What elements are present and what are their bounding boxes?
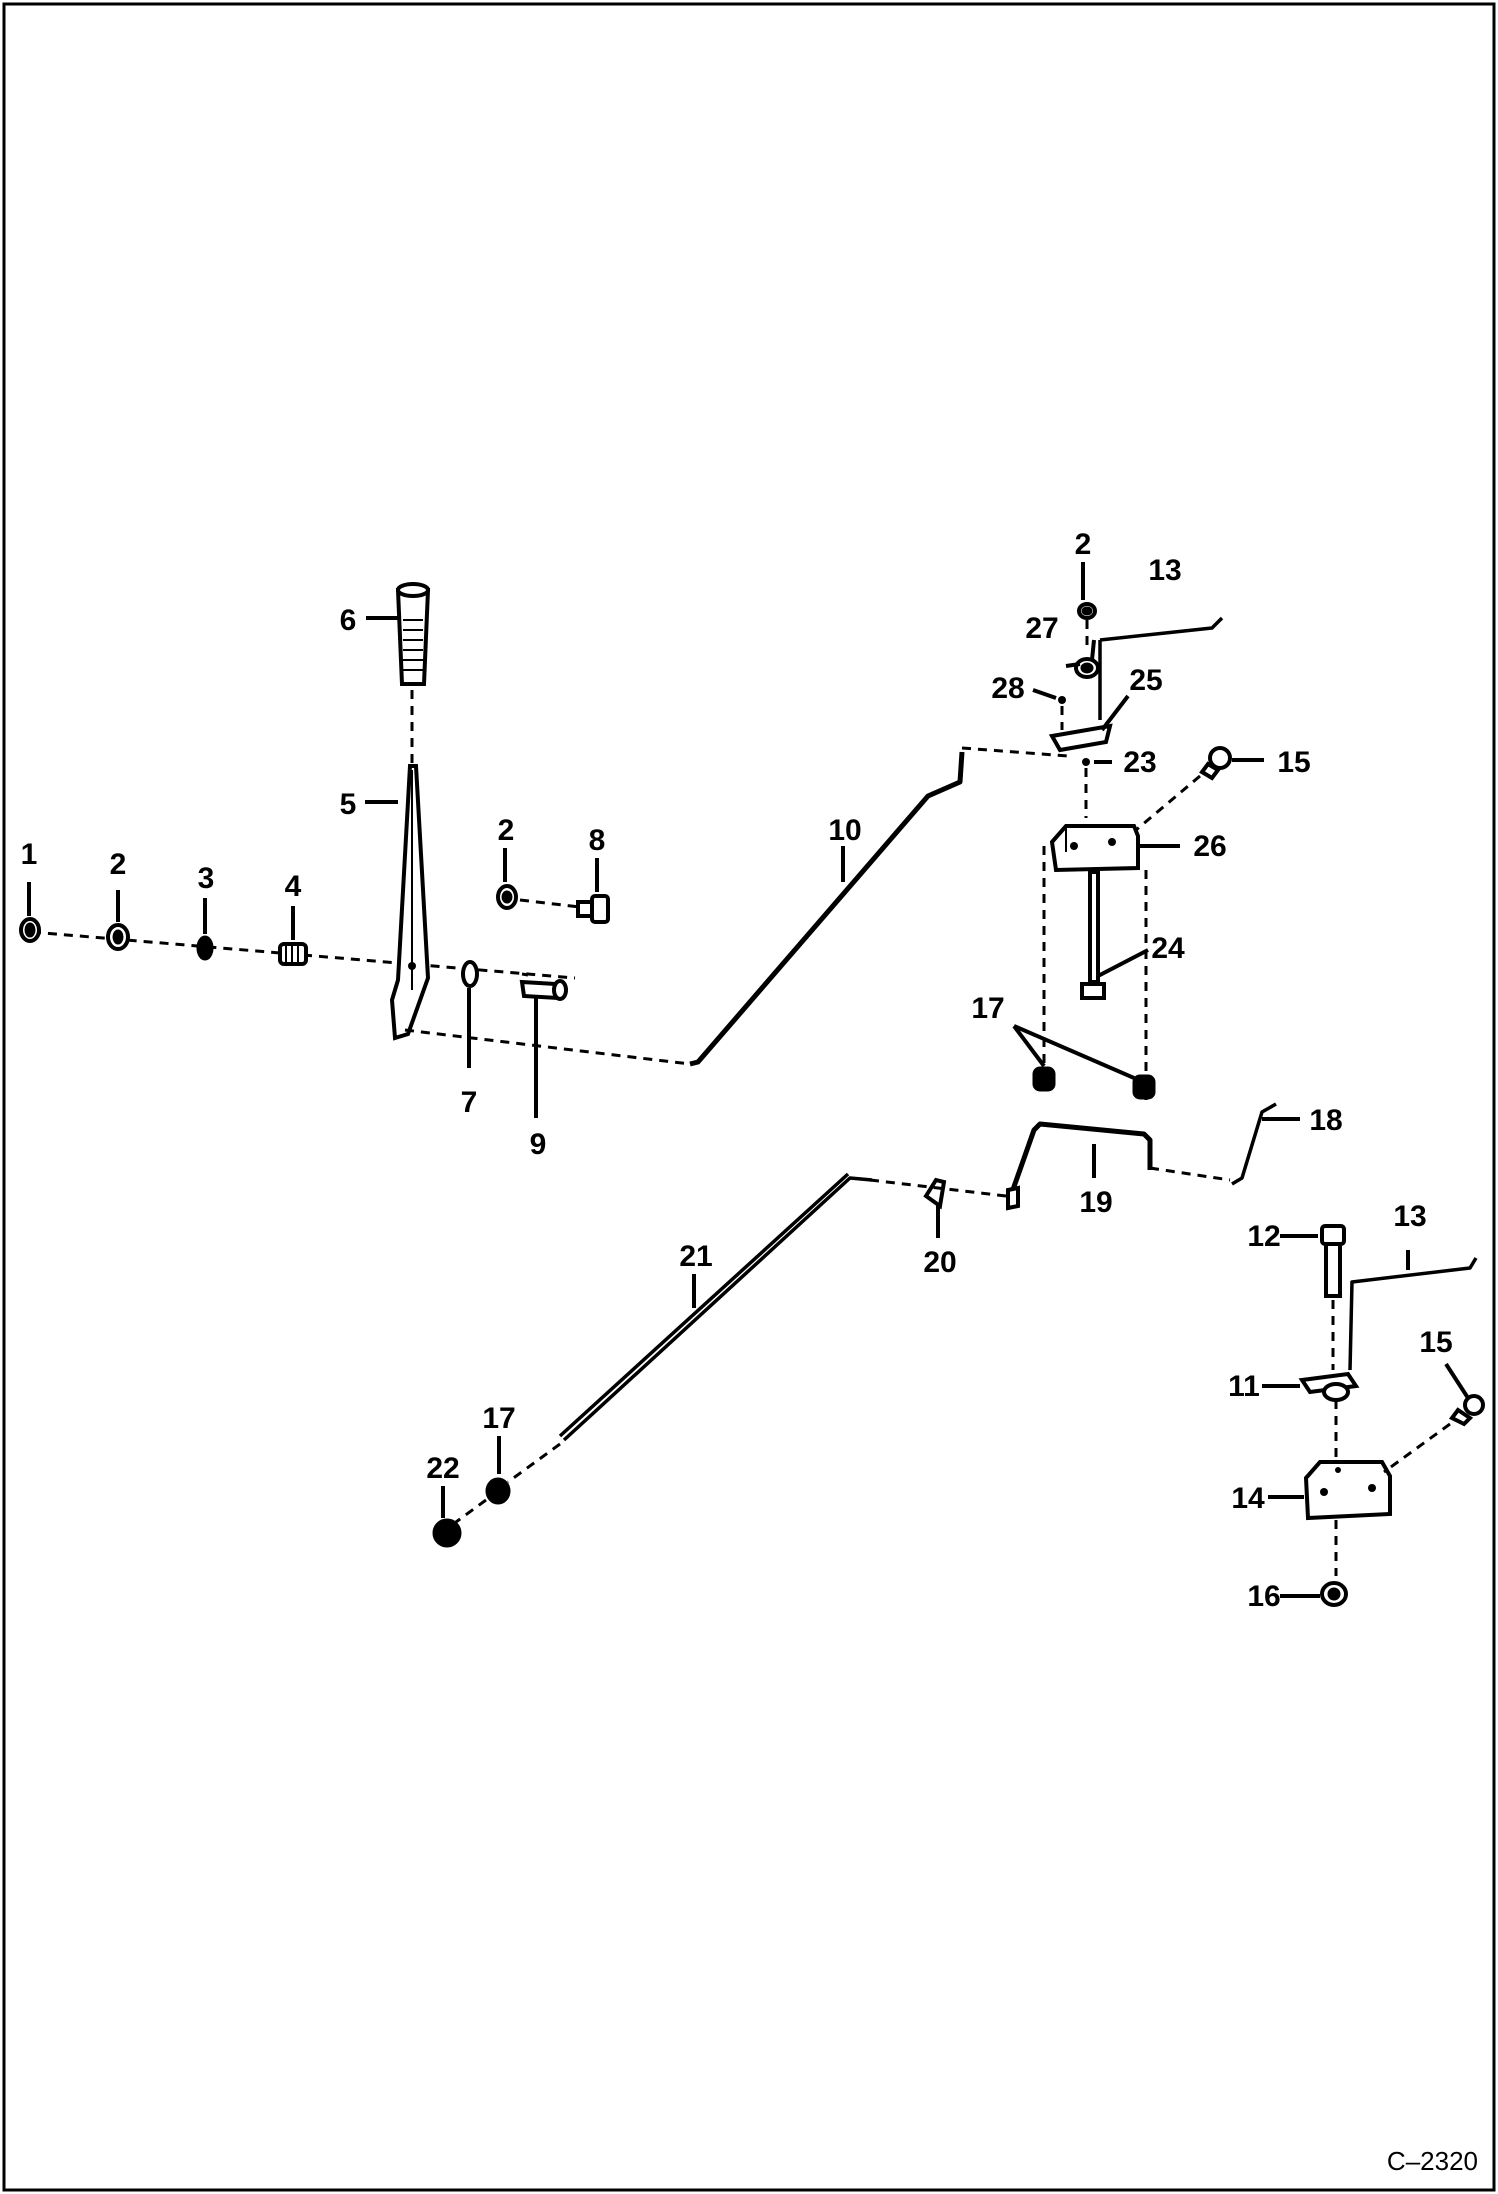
callout-18: 18 — [1309, 1104, 1342, 1137]
callout-13-upper: 13 — [1148, 554, 1181, 587]
callout-24: 24 — [1151, 932, 1185, 965]
drawing-number: C–2320 — [1387, 2146, 1478, 2176]
lever-rod-dash — [404, 1028, 691, 1066]
part-15-bolt-upper — [1199, 746, 1232, 781]
callout-10: 10 — [828, 814, 861, 847]
part-13-bracket-upper — [1098, 616, 1224, 720]
lower-right-assembly — [1298, 1224, 1485, 1607]
part-26-block — [1049, 824, 1140, 873]
part-11-pivot — [1298, 1371, 1360, 1402]
callout-1: 1 — [21, 838, 38, 871]
callout-17-pair: 17 — [971, 992, 1004, 1025]
part-2-nut-upper — [496, 884, 518, 910]
part-12-bolt — [1320, 1224, 1346, 1298]
callout-4: 4 — [285, 870, 302, 903]
callout-23: 23 — [1123, 746, 1156, 779]
callout-13-lower: 13 — [1393, 1200, 1426, 1233]
callout-11: 11 — [1228, 1370, 1260, 1403]
callout-14: 14 — [1231, 1482, 1265, 1515]
part-1-nut — [19, 917, 41, 943]
part-22-nut — [432, 1518, 462, 1548]
part-23-pin — [1082, 758, 1090, 766]
leader-lines — [27, 562, 1470, 1598]
part-28-ball — [1058, 696, 1066, 704]
part-9-pin — [519, 979, 568, 1001]
callout-3: 3 — [198, 862, 215, 895]
part-24-bolt — [1080, 870, 1106, 1000]
callout-5: 5 — [340, 788, 357, 821]
callout-8: 8 — [589, 824, 606, 857]
callout-19: 19 — [1079, 1186, 1112, 1219]
callout-22: 22 — [426, 1452, 459, 1485]
part-14-block — [1303, 1460, 1392, 1521]
callout-2: 2 — [110, 848, 127, 881]
part-2-nut — [106, 923, 130, 951]
callout-2-upper: 2 — [498, 814, 515, 847]
callout-27: 27 — [1025, 612, 1058, 645]
callout-15-lower: 15 — [1419, 1326, 1452, 1359]
part-17-bushing-lower — [485, 1477, 511, 1505]
callout-16: 16 — [1247, 1580, 1280, 1613]
part-6-knob — [395, 582, 431, 686]
part-15-bolt-lower — [1448, 1394, 1485, 1427]
part-13-bracket-lower — [1348, 1257, 1478, 1371]
part-27-washer — [1074, 657, 1100, 679]
callout-20: 20 — [923, 1246, 956, 1279]
part-4-spring — [278, 942, 308, 966]
part-3-washer — [196, 935, 214, 961]
part-17-bushing-left — [1032, 1066, 1056, 1092]
callout-17-lower: 17 — [482, 1402, 515, 1435]
part-18-link — [1231, 1102, 1277, 1186]
callout-25: 25 — [1129, 664, 1162, 697]
part-5-lever — [389, 764, 431, 1041]
callout-28: 28 — [991, 672, 1024, 705]
part-10-rod — [689, 746, 1069, 1067]
upper-right-assembly — [1042, 602, 1232, 1100]
part-19-bellcrank — [1006, 1121, 1153, 1211]
part-25-clip — [1048, 723, 1113, 753]
callout-21: 21 — [679, 1240, 712, 1273]
callout-12: 12 — [1247, 1220, 1280, 1253]
part-7-washer — [461, 960, 479, 988]
callout-6: 6 — [340, 604, 357, 637]
callout-26: 26 — [1193, 830, 1226, 863]
callout-9: 9 — [530, 1128, 547, 1161]
callout-15-upper: 15 — [1277, 746, 1310, 779]
callout-7: 7 — [461, 1086, 478, 1119]
part-20-clip — [923, 1177, 947, 1210]
middle-linkage — [869, 1066, 1277, 1211]
lever-assembly — [19, 582, 691, 1066]
part-16-nut — [1320, 1581, 1348, 1607]
callout-labels: 1 2 3 4 5 6 2 8 7 9 10 2 13 27 28 25 23 … — [21, 528, 1453, 1613]
bolt-axis-dash — [519, 898, 589, 910]
part-8-bolt — [576, 894, 610, 924]
part-2-nut-top — [1077, 602, 1097, 620]
part-21-rod — [507, 1172, 873, 1484]
callout-2-top: 2 — [1075, 528, 1092, 561]
